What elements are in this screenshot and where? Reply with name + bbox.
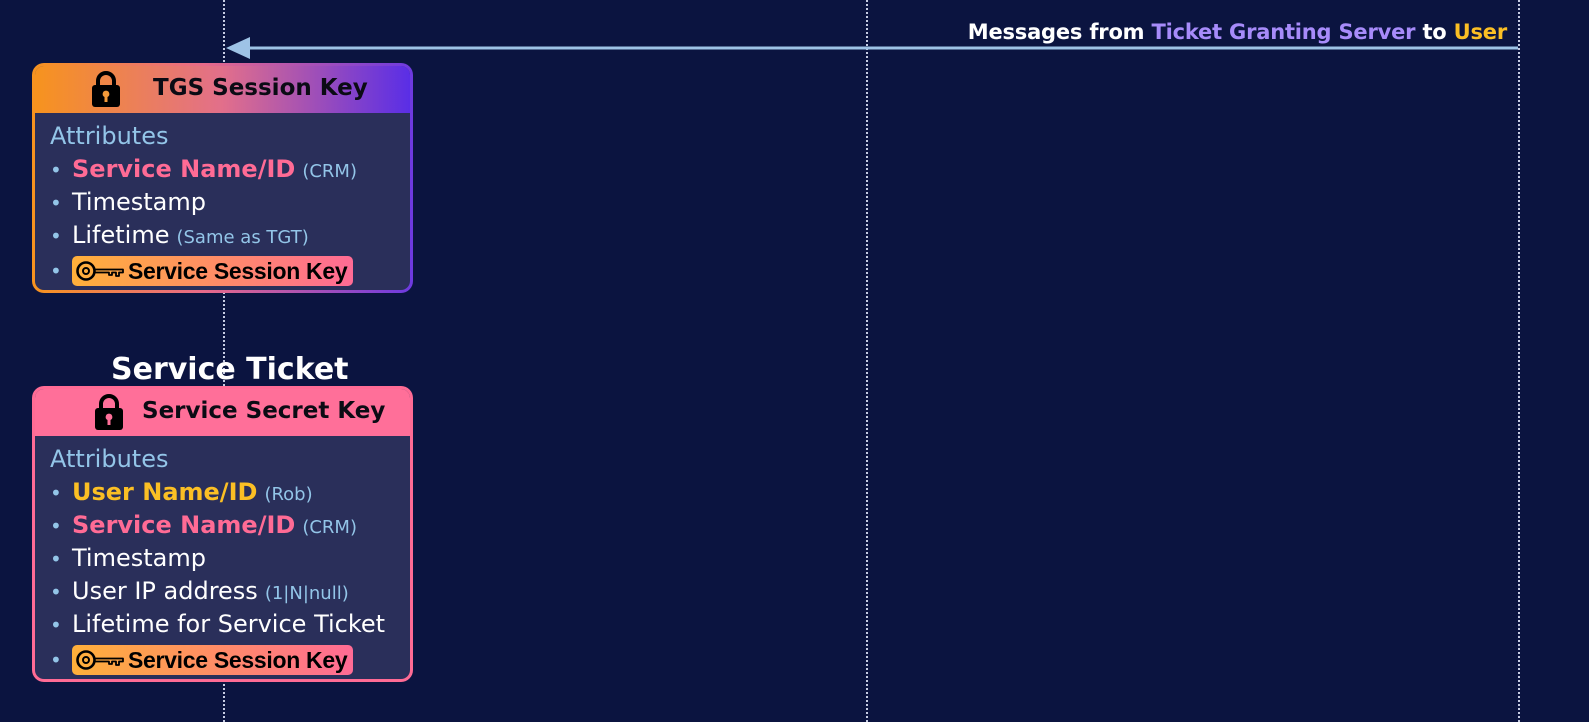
service-card-title: Service Secret Key [142,398,386,424]
attribute-label: Service Session Key [128,646,348,673]
message-prefix: Messages from [967,20,1145,44]
attribute-label: Timestamp [72,544,206,572]
tgs-session-key-card: TGS Session Key Attributes • Service Nam… [32,63,413,293]
attributes-label: Attributes [50,122,169,150]
tgs-card-body: Attributes • Service Name/ID (CRM) • Tim… [35,113,410,286]
tgs-card-title: TGS Session Key [153,75,368,101]
message-sender: Ticket Granting Server [1151,20,1416,44]
lifeline-tgs [1518,0,1520,722]
service-session-key-badge: Service Session Key [72,256,354,286]
message-label: Messages from Ticket Granting Server to … [968,20,1507,44]
attribute-row: • Lifetime (Same as TGT) [50,219,410,252]
key-icon [76,650,124,670]
attribute-row: • Service Name/ID (CRM) [50,509,410,542]
attribute-row: • Timestamp [50,542,410,575]
attribute-row: • Service Session Key [50,641,410,675]
attribute-row: • User IP address (1|N|null) [50,575,410,608]
attribute-row: • User Name/ID (Rob) [50,476,410,509]
key-icon [76,261,124,281]
attribute-row: • Service Session Key [50,252,410,286]
attribute-row: • Timestamp [50,186,410,219]
attribute-row: • Service Name/ID (CRM) [50,153,410,186]
attribute-row: • Lifetime for Service Ticket [50,608,410,641]
lifeline-user [223,0,225,722]
lock-icon [92,71,120,107]
attribute-label: Service Session Key [128,257,348,284]
attribute-label: User IP address [72,577,258,605]
tgs-card-header: TGS Session Key [35,66,410,113]
attribute-label: Service Name/ID [72,155,296,183]
attribute-label: Timestamp [72,188,206,216]
service-ticket-title: Service Ticket [111,352,349,387]
service-secret-key-card: Service Secret Key Attributes • User Nam… [32,386,413,682]
message-connector: to [1422,20,1447,44]
lock-icon [95,394,123,430]
lifeline-middle [866,0,868,722]
attribute-note: (1|N|null) [264,583,349,604]
service-card-header: Service Secret Key [35,389,410,436]
attribute-label: Lifetime [72,221,170,249]
service-card-body: Attributes • User Name/ID (Rob) • Servic… [35,436,410,675]
attribute-note: (Same as TGT) [176,227,309,248]
message-recipient: User [1453,20,1508,44]
attribute-label: Lifetime for Service Ticket [72,610,386,638]
attribute-note: (Rob) [264,484,313,505]
attributes-label: Attributes [50,445,169,473]
service-session-key-badge: Service Session Key [72,645,354,675]
attribute-note: (CRM) [302,517,357,538]
attribute-label: Service Name/ID [72,511,296,539]
attribute-label: User Name/ID [72,478,258,506]
attribute-note: (CRM) [302,161,357,182]
